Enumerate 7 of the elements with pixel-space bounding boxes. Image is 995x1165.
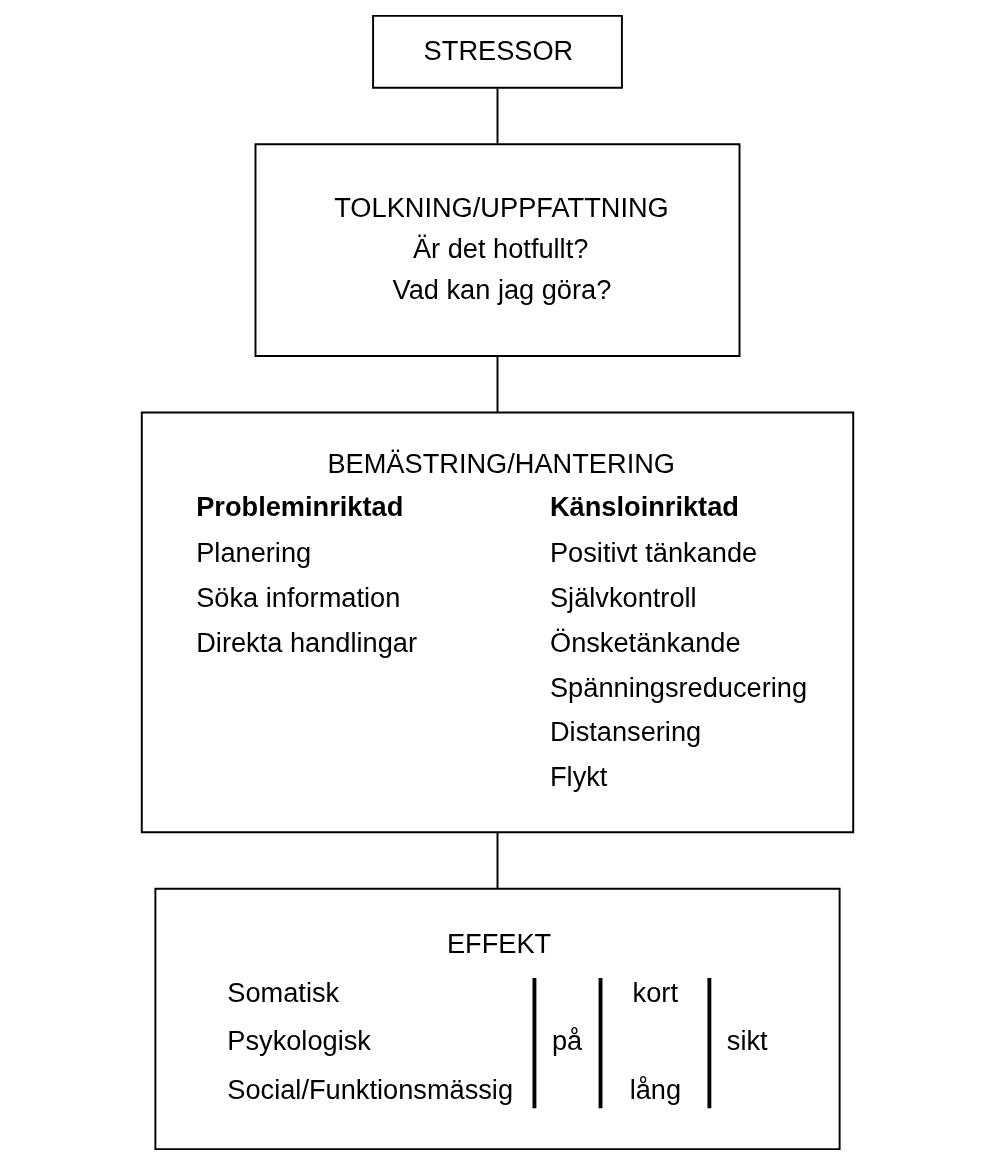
connector bbox=[496, 87, 499, 145]
node-box: BEMÄSTRING/HANTERING Probleminriktad Känsloinriktad Planering Positivt tänkande Söka information Självkontroll Direkta handlingar Önsketänkande Spänningsreducering Distansering Flykt bbox=[140, 411, 855, 834]
connector bbox=[496, 355, 499, 413]
node-box: TOLKNING/UPPFATTNING Är det hotfullt? Vad kan jag göra? bbox=[254, 143, 741, 357]
connector bbox=[496, 831, 499, 890]
node-box: EFFEKT Somatisk kort Psykologisk på sikt Social/Funktionsmässig lång bbox=[154, 887, 841, 1151]
node-box: STRESSOR bbox=[372, 14, 623, 89]
